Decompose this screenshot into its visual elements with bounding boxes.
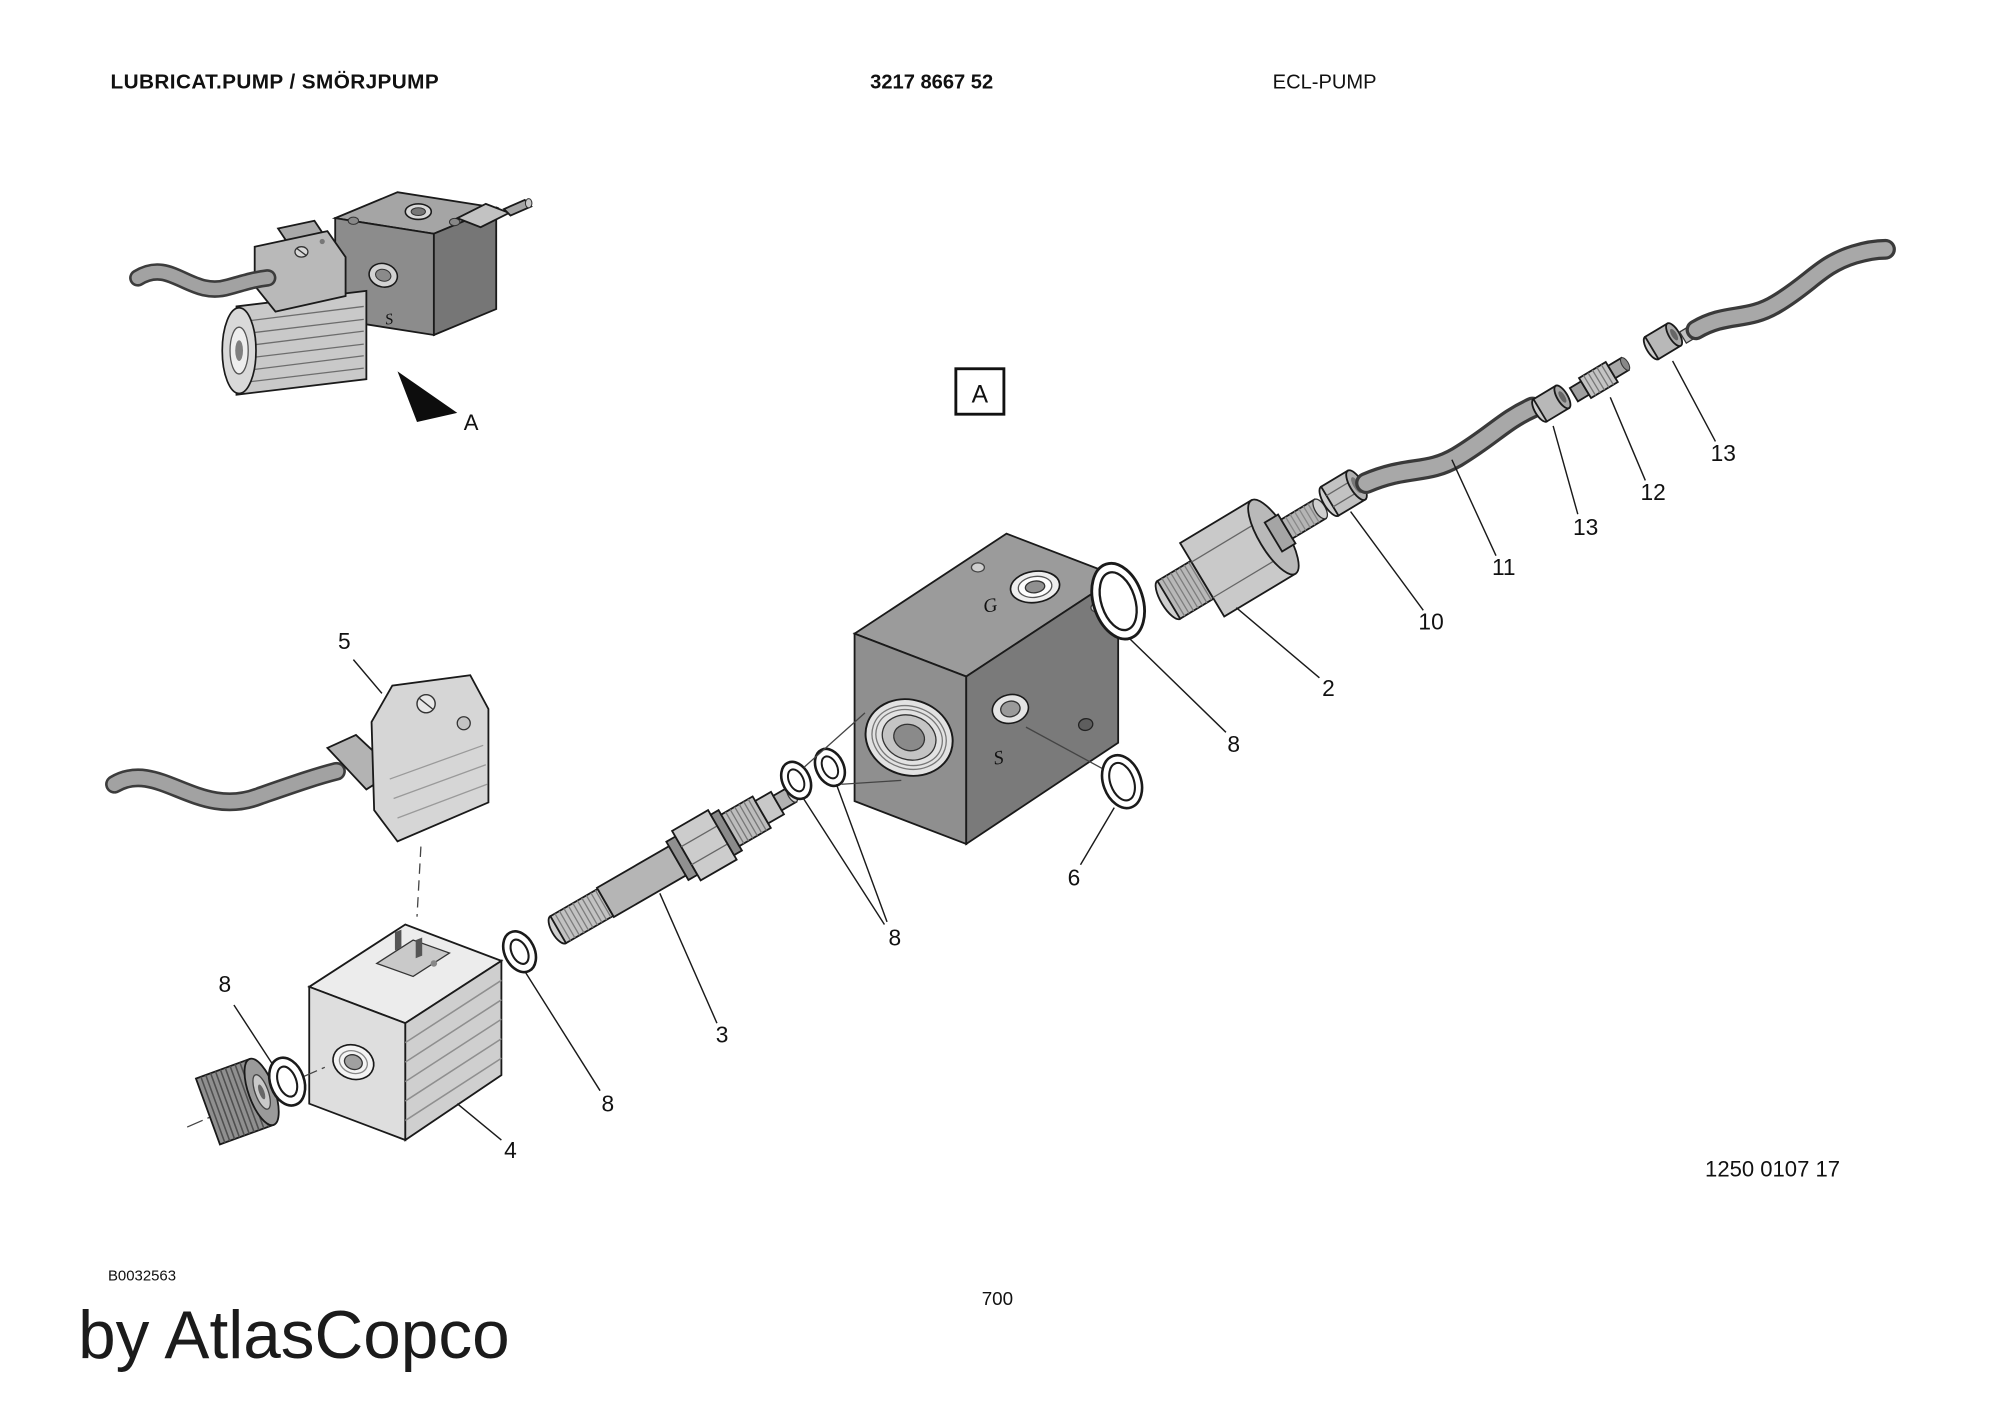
connector-body	[370, 674, 490, 843]
hose-right-end	[1678, 238, 1896, 345]
cartridge-ribs	[725, 798, 767, 844]
fitting-threads	[1161, 561, 1212, 617]
leader-5	[352, 659, 383, 694]
page-number: 700	[982, 1288, 1013, 1309]
leader-6	[1079, 807, 1115, 866]
part-block-4	[307, 923, 504, 1142]
screw-hole	[448, 217, 461, 227]
main-bore	[864, 698, 954, 777]
callout-label-8b: 8	[889, 924, 902, 950]
stem-threads	[1284, 503, 1320, 537]
callout-labels: 2 3 4 5 6 8 8 8 8 10 11 12 13 13	[219, 440, 1736, 1163]
callout-leader-lines	[233, 360, 1717, 1141]
connector-body-lines	[389, 744, 488, 819]
leader-3	[659, 893, 718, 1024]
callout-label-6: 6	[1068, 865, 1081, 891]
coupling-ribs	[1582, 364, 1614, 396]
connector-dome	[456, 716, 471, 731]
leader-4	[456, 1103, 502, 1141]
part-connector-5	[105, 674, 490, 917]
screw-hole	[970, 562, 986, 573]
connector-cable	[105, 761, 346, 812]
drawing-number: 1250 0107 17	[1705, 1156, 1840, 1181]
detail-arrow-a-icon	[397, 371, 458, 422]
terminal-pin	[394, 929, 402, 951]
callout-label-2: 2	[1322, 675, 1335, 701]
part-oring-8a	[1090, 561, 1146, 641]
side-hole	[1077, 717, 1094, 732]
leader-8a	[1129, 638, 1227, 733]
callout-label-8a: 8	[1227, 731, 1240, 757]
leader-13a	[1552, 425, 1579, 515]
leader-8d	[233, 1004, 274, 1066]
callout-label-5: 5	[338, 628, 351, 654]
reference-code: B0032563	[108, 1267, 176, 1284]
callout-label-10: 10	[1418, 609, 1443, 635]
part-oring-8d	[267, 1056, 307, 1107]
callout-label-13a: 13	[1573, 514, 1598, 540]
center-block-g-marking: G	[982, 595, 999, 618]
screw-hole	[347, 216, 360, 225]
part-oring-6	[1100, 753, 1144, 810]
part-oring-8c	[501, 930, 538, 974]
leader-13b	[1671, 360, 1717, 442]
callout-label-8d: 8	[219, 971, 232, 997]
callout-label-13b: 13	[1711, 440, 1736, 466]
coil-ribs	[239, 305, 364, 384]
leader-8b1	[802, 796, 886, 925]
detail-box-a: A	[954, 367, 1006, 416]
callout-label-4: 4	[504, 1137, 517, 1163]
assembled-cable-connector	[253, 219, 347, 313]
part-ferrule-13b	[1642, 322, 1684, 361]
terminal-pin	[415, 937, 423, 959]
callout-label-11: 11	[1492, 554, 1516, 580]
block-4-ribs	[404, 979, 502, 1122]
assembled-fitting	[455, 198, 533, 229]
cartridge-threads	[554, 889, 612, 941]
projection-lines	[803, 712, 1103, 785]
part-orings-8-pair	[779, 747, 847, 801]
assembly-axis-dashed	[416, 846, 422, 917]
part-ferrule-13a	[1531, 384, 1572, 423]
part-hose-11	[1355, 396, 1544, 495]
leader-2	[1235, 607, 1320, 679]
callout-label-8c: 8	[602, 1090, 615, 1116]
part-number: 3217 8667 52	[870, 71, 993, 93]
part-valve-block-center: S G	[852, 532, 1121, 846]
assembled-valve-unit: S	[129, 191, 533, 435]
leader-12	[1609, 397, 1646, 481]
leader-8b2	[835, 784, 888, 923]
detail-box-label: A	[972, 382, 989, 409]
assembled-solenoid-coil	[221, 289, 368, 396]
page-title: LUBRICAT.PUMP / SMÖRJPUMP	[111, 70, 440, 93]
credit-watermark: by AtlasCopco	[78, 1298, 510, 1373]
part-cartridge-3	[547, 786, 799, 945]
part-fitting-2	[1154, 498, 1329, 621]
center-block-s-marking: S	[992, 747, 1005, 769]
callout-label-12: 12	[1640, 479, 1665, 505]
leader-8c	[524, 970, 601, 1092]
leader-10	[1350, 511, 1424, 611]
pump-type: ECL-PUMP	[1273, 71, 1377, 93]
part-fitting-12	[1568, 356, 1631, 403]
g-port	[1009, 570, 1061, 604]
power-cable	[129, 263, 277, 298]
detail-arrow-label: A	[464, 410, 479, 435]
part-knurled-cap	[194, 1057, 280, 1146]
block-4-terminal-interface	[375, 929, 451, 978]
assembled-s-marking: S	[384, 311, 394, 329]
s-port	[991, 693, 1030, 725]
leader-11	[1451, 459, 1497, 557]
callout-label-3: 3	[716, 1022, 729, 1048]
